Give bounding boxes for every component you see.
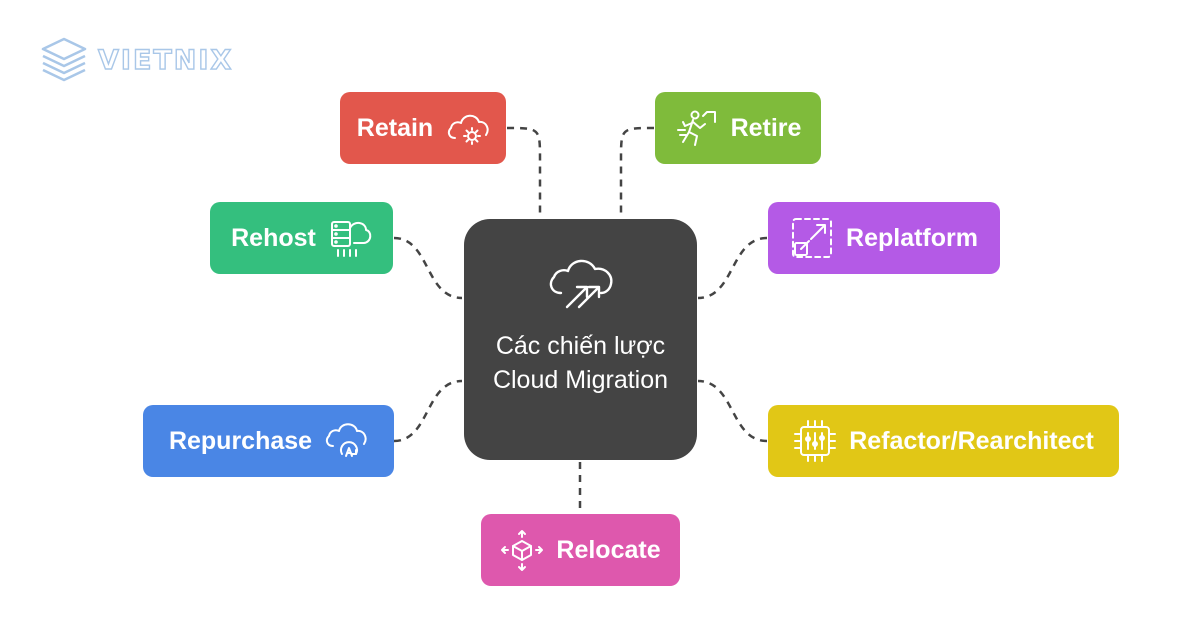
connector-replatform <box>697 236 768 300</box>
strategy-replatform: Replatform <box>768 202 1000 274</box>
stacked-layers-icon <box>41 37 87 82</box>
strategy-retain: Retain <box>340 92 506 164</box>
strategy-label: Retain <box>356 113 434 142</box>
strategy-label: Refactor/Rearchitect <box>849 426 1094 455</box>
cloud-gear-icon <box>445 108 489 148</box>
connector-repurchase <box>393 379 463 443</box>
connector-retain <box>506 126 542 218</box>
brand-name: VIETNIX <box>97 44 234 76</box>
strategy-label: Replatform <box>846 223 978 252</box>
strategy-label: Repurchase <box>168 426 313 455</box>
cloud-arrows-icon <box>549 259 612 309</box>
cloud-refresh-icon <box>324 420 368 462</box>
strategy-refactor: Refactor/Rearchitect <box>768 405 1119 477</box>
connector-refactor <box>697 379 768 443</box>
center-title: Các chiến lược Cloud Migration <box>492 332 669 394</box>
connector-retire <box>619 126 655 218</box>
brand-logo: VIETNIX <box>38 32 233 88</box>
cube-move-icon <box>500 528 544 572</box>
strategy-rehost: Rehost <box>210 202 393 274</box>
center-node: Các chiến lược Cloud Migration <box>464 219 697 460</box>
strategy-repurchase: Repurchase <box>143 405 394 477</box>
strategy-retire: Retire <box>655 92 821 164</box>
strategy-relocate: Relocate <box>481 514 680 586</box>
connector-rehost <box>393 236 463 300</box>
running-person-icon <box>675 108 719 148</box>
strategy-label: Rehost <box>231 223 316 252</box>
expand-arrows-icon <box>790 216 834 260</box>
strategy-label: Retire <box>730 113 802 142</box>
strategy-label: Relocate <box>556 535 661 564</box>
server-cloud-icon <box>328 216 372 260</box>
chip-icon <box>793 419 837 463</box>
